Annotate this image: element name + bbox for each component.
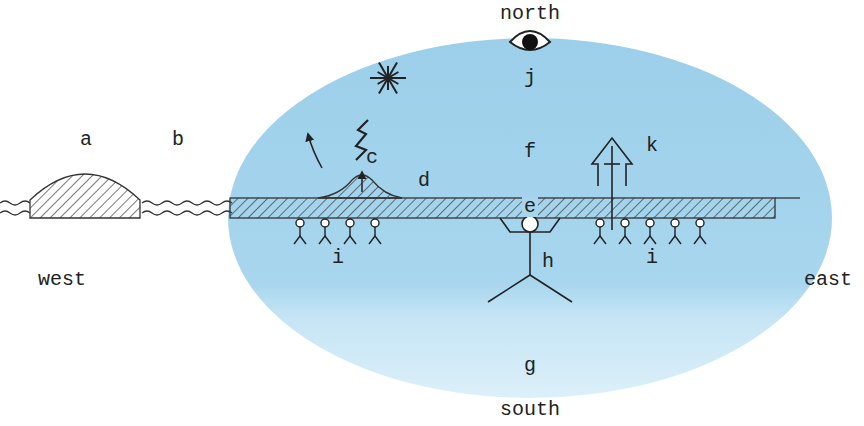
part-letter: a [80, 130, 92, 150]
part-letter: c [366, 148, 378, 168]
earth-band [230, 198, 775, 218]
part-letter: e [522, 197, 538, 217]
part-letter: k [646, 136, 658, 156]
underworld-figure [488, 216, 572, 302]
world-disc [228, 38, 832, 398]
eye [510, 31, 550, 50]
part-letter: i [646, 248, 658, 268]
compass-label: west [38, 270, 86, 290]
root-figures [294, 219, 706, 244]
compass-label: south [500, 400, 560, 420]
part-letter: j [524, 68, 536, 88]
star [370, 62, 406, 93]
part-letter: h [542, 252, 554, 272]
mountain [318, 175, 402, 198]
compass-label: east [804, 270, 852, 290]
part-letter: d [418, 171, 430, 191]
part-letter: f [524, 142, 536, 162]
part-letter: g [524, 356, 536, 376]
upward-house [592, 138, 632, 230]
part-letter: i [332, 248, 344, 268]
compass-label: north [500, 4, 560, 24]
island [30, 174, 140, 218]
part-letter: b [172, 130, 184, 150]
